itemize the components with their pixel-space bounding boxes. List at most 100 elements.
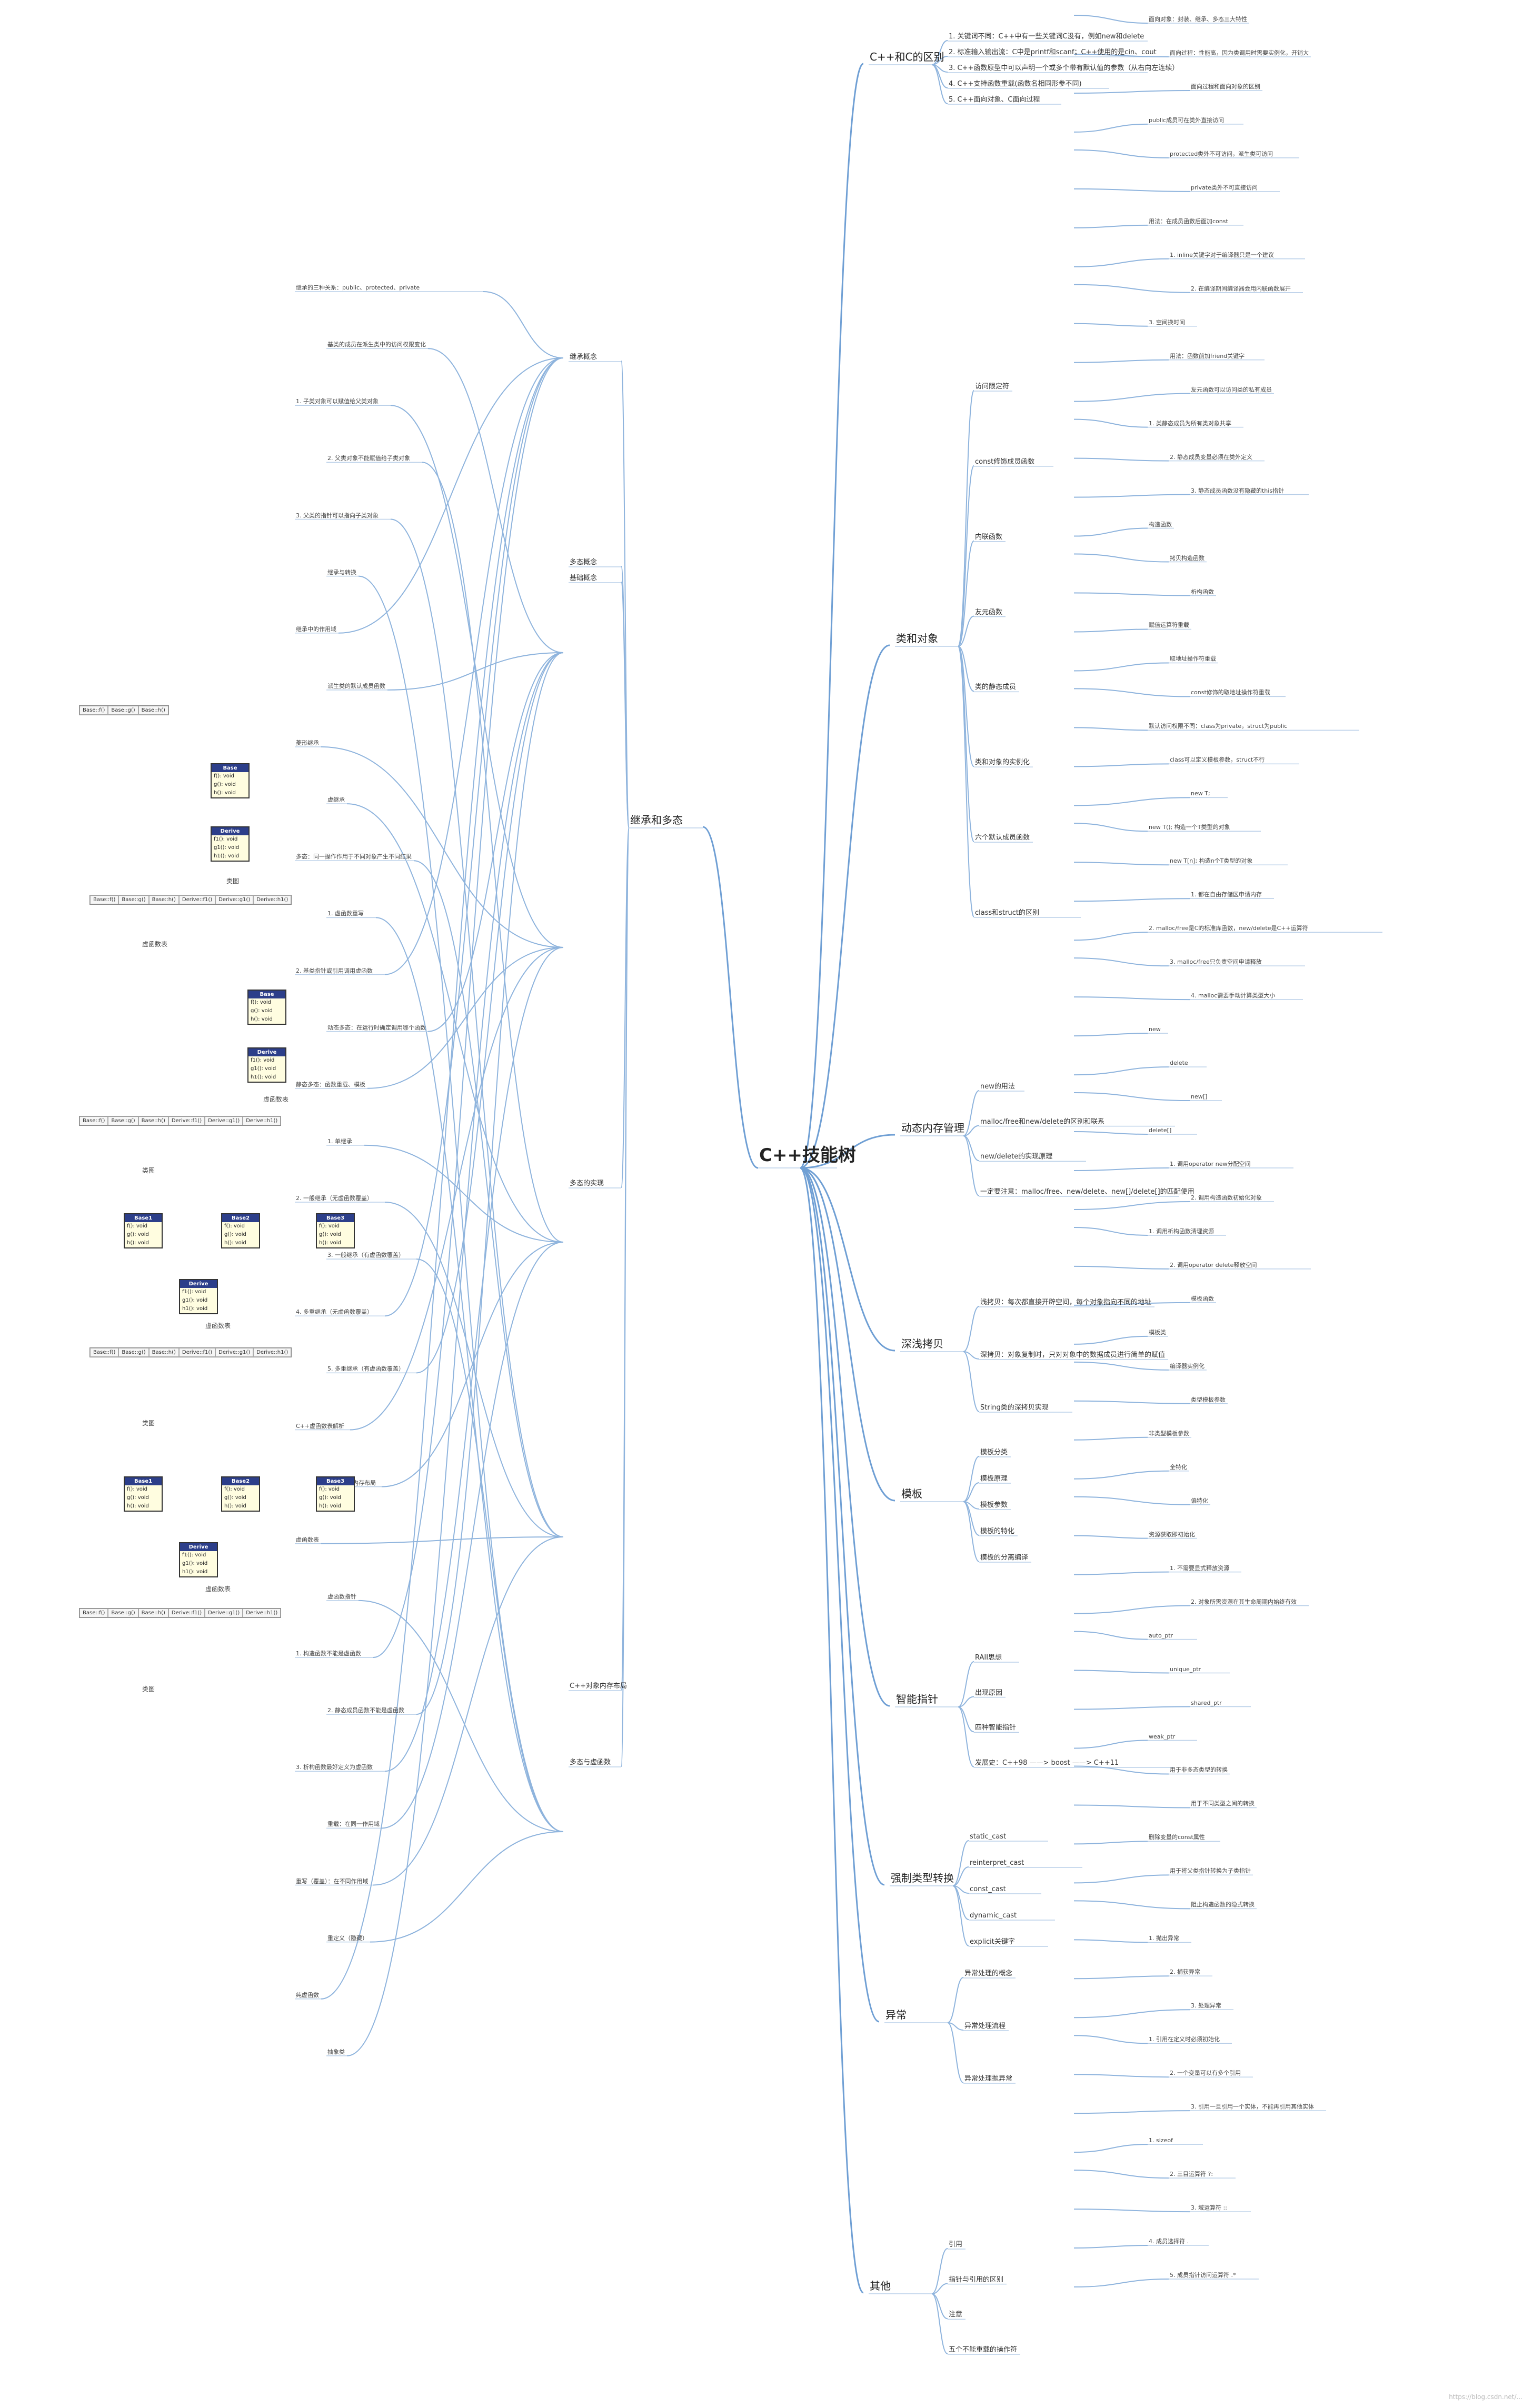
detail-leaf: 模板函数 [1191,1295,1214,1302]
detail-leaf: 3. 引用一旦引用一个实体，不能再引用其他实体 [1191,2103,1314,2111]
branch-node: 模板的特化 [980,1527,1015,1535]
mindmap-edge [1073,1470,1169,1480]
branch-node: 一定要注意：malloc/free、new/delete、new[]/delet… [980,1188,1194,1196]
central-topic: C++技能树 [759,1145,856,1166]
mindmap-edge [1073,1900,1190,1910]
mindmap-edge [1073,727,1148,731]
mindmap-edge [958,390,974,647]
topic-t4: 动态内存管理 [901,1122,964,1134]
branch-node: 2. 标准输入输出流：C中是printf和scanf；C++使用的是cin、co… [949,48,1157,56]
uml-method: g1(): void [182,1297,208,1303]
detail-leaf: new T[n]; 构造n个T类型的对象 [1170,857,1253,865]
vtable-entry: Derive::g1() [205,1608,243,1617]
branch-node: 四种智能指针 [975,1724,1017,1732]
detail-leaf: 拷贝构造函数 [1170,554,1204,562]
detail-leaf: 2. 三目运算符 ?: [1170,2171,1213,2178]
mindmap-edge [1073,862,1169,866]
branch-node: 4. C++支持函数重载(函数名相同形参不同) [949,80,1082,88]
detail-leaf: 继承的三种关系：public、protected、private [296,284,420,291]
diagram-caption: 虚函数表 [205,1585,231,1593]
mindmap-edge [367,947,564,1089]
topic-t1: C++和C的区别 [870,51,944,63]
mindmap-edge [1073,457,1169,462]
mindmap-edge [1073,1201,1190,1210]
mindmap-edge [1073,628,1148,633]
uml-class-title: Base1 [125,1214,162,1222]
mindmap-edge [1073,1535,1148,1539]
mindmap-edge [1073,2009,1190,2019]
mindmap-edge [1073,149,1169,158]
vtable-entry: Base::f() [79,1608,108,1617]
uml-method: h(): void [224,1503,246,1509]
detail-leaf: 3. 处理异常 [1191,2002,1221,2010]
mindmap-edge [952,1885,969,1946]
branch-node: const_cast [970,1885,1006,1893]
mindmap-edge [373,1536,564,1886]
mindmap-edge [1073,1631,1148,1640]
uml-method: g(): void [319,1232,341,1237]
uml-method: g(): void [224,1495,246,1501]
branch-node: 指针与引用的区别 [949,2275,1004,2284]
branch-node: 内联函数 [975,533,1003,541]
mindmap-edge [958,540,974,647]
mindmap-edge [1073,494,1190,498]
mindmap-edge [800,1167,895,1352]
uml-method: h(): void [319,1503,341,1509]
detail-leaf: 取地址操作符重载 [1170,655,1216,663]
mindmap-edge [963,1351,980,1412]
mindmap-edge [952,1840,969,1886]
detail-leaf: 继承中的作用域 [296,625,336,633]
detail-leaf: 3. 空间换时间 [1149,318,1185,326]
mindmap-edge [958,465,974,647]
mindmap-edge [963,1351,980,1360]
detail-leaf: 2. 一般继承（无虚函数覆盖） [296,1195,373,1202]
mindmap-edge [1073,323,1148,327]
uml-method: h(): void [224,1240,246,1246]
detail-leaf: 虚函数指针 [327,1593,356,1600]
mindmap-edge [370,1831,564,1943]
uml-method: h(): void [127,1240,149,1246]
mindmap-edge [1073,2279,1169,2288]
mindmap-edge [963,1501,980,1562]
mindmap-edge [1073,1092,1190,1102]
mindmap-edge [390,405,564,948]
mindmap-edge [427,652,564,1032]
detail-leaf: 虚继承 [327,796,345,804]
mindmap-edge [384,1202,564,1537]
detail-leaf: 继承与转换 [327,568,356,576]
detail-leaf: 2. 调用构造函数初始化对象 [1191,1194,1262,1201]
branch-node: malloc/free和new/delete的区别和联系 [980,1117,1105,1126]
mindmap-edge [358,1600,564,1832]
mindmap-edge [1073,1804,1190,1809]
mindmap-edge [1073,2209,1190,2213]
detail-leaf: 5. 成员指针访问运算符 .* [1170,2272,1236,2279]
vtable-entry: Base::g() [108,1608,138,1617]
detail-leaf: 1. 引用在定义时必须初始化 [1149,2036,1220,2043]
mindmap-edge [702,826,759,1169]
uml-method: g1(): void [251,1066,276,1072]
detail-leaf: 全特化 [1170,1463,1187,1471]
mindmap-edge [1073,2144,1148,2153]
mindmap-edge [1073,592,1190,596]
detail-leaf: weak_ptr [1149,1733,1176,1740]
mindmap-edge [381,1242,564,1829]
branch-node: new/delete的实现原理 [980,1153,1053,1161]
branch-node: new的用法 [980,1083,1015,1091]
mindmap-edge [384,357,564,975]
detail-leaf: new [1149,1026,1161,1033]
vtable-entry: Derive::h1() [243,1608,281,1617]
vtable-entry: Base::f() [79,1116,108,1125]
vtable-entry: Derive::h1() [253,895,292,904]
detail-leaf: 默认访问权限不同：class为private，struct为public [1149,723,1288,730]
uml-method: f(): void [224,1486,245,1492]
mindmap-edge [1073,1361,1169,1371]
detail-leaf: 面向过程和面向对象的区别 [1191,83,1260,90]
topic-t8: 强制类型转换 [891,1872,954,1884]
mindmap-edge [963,1135,980,1196]
uml-method: g(): void [127,1232,149,1237]
mindmap-edge [947,1977,964,2023]
detail-leaf: 多态：同一操作作用于不同对象产生不同结果 [296,853,412,861]
mindmap-edge [1073,1496,1190,1505]
branch-node: 基础概念 [570,574,598,582]
